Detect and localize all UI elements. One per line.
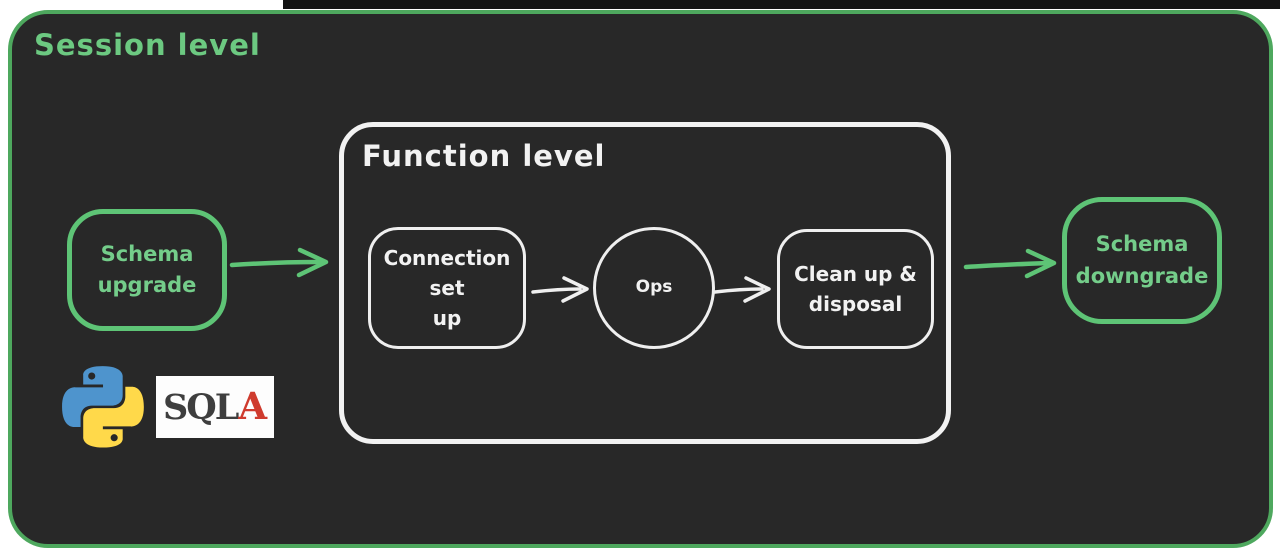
- sqlalchemy-logo-sql-text: SQL: [162, 387, 239, 428]
- arrow-function-to-downgrade: [963, 248, 1057, 279]
- node-schema-downgrade-label-line1: Schema: [1095, 232, 1189, 256]
- function-level-container: Function level Connection set up Ops Cle…: [339, 122, 951, 444]
- arrow-connection-to-ops: [531, 276, 589, 303]
- node-ops-label: Ops: [635, 277, 673, 298]
- function-level-title: Function level: [362, 139, 606, 173]
- session-level-title: Session level: [34, 28, 261, 62]
- node-connection-setup-label-line2: up: [432, 306, 462, 330]
- node-schema-downgrade-label-line2: downgrade: [1075, 263, 1209, 288]
- sqlalchemy-logo-a-text: A: [238, 384, 268, 428]
- node-connection-setup-label-line1: Connection set: [383, 246, 511, 300]
- node-schema-downgrade: Schema downgrade: [1062, 197, 1222, 324]
- node-cleanup-disposal-label-line1: Clean up &: [794, 262, 917, 286]
- top-edge-artifact: [283, 0, 1280, 9]
- node-schema-upgrade-label-line1: Schema: [100, 241, 194, 266]
- session-level-container: Session level Schema upgrade Function le…: [8, 10, 1273, 548]
- node-connection-setup: Connection set up: [368, 227, 526, 349]
- node-ops: Ops: [593, 227, 715, 349]
- node-schema-upgrade: Schema upgrade: [67, 209, 227, 331]
- sqlalchemy-logo: SQL A: [156, 376, 274, 438]
- arrow-ops-to-cleanup: [713, 276, 771, 303]
- node-cleanup-disposal: Clean up & disposal: [777, 229, 934, 349]
- arrow-upgrade-to-function: [229, 247, 329, 278]
- node-cleanup-disposal-label-line2: disposal: [808, 292, 903, 316]
- node-schema-upgrade-label-line2: upgrade: [97, 273, 197, 297]
- logo-row: SQL A: [62, 366, 274, 448]
- python-logo: [62, 366, 144, 448]
